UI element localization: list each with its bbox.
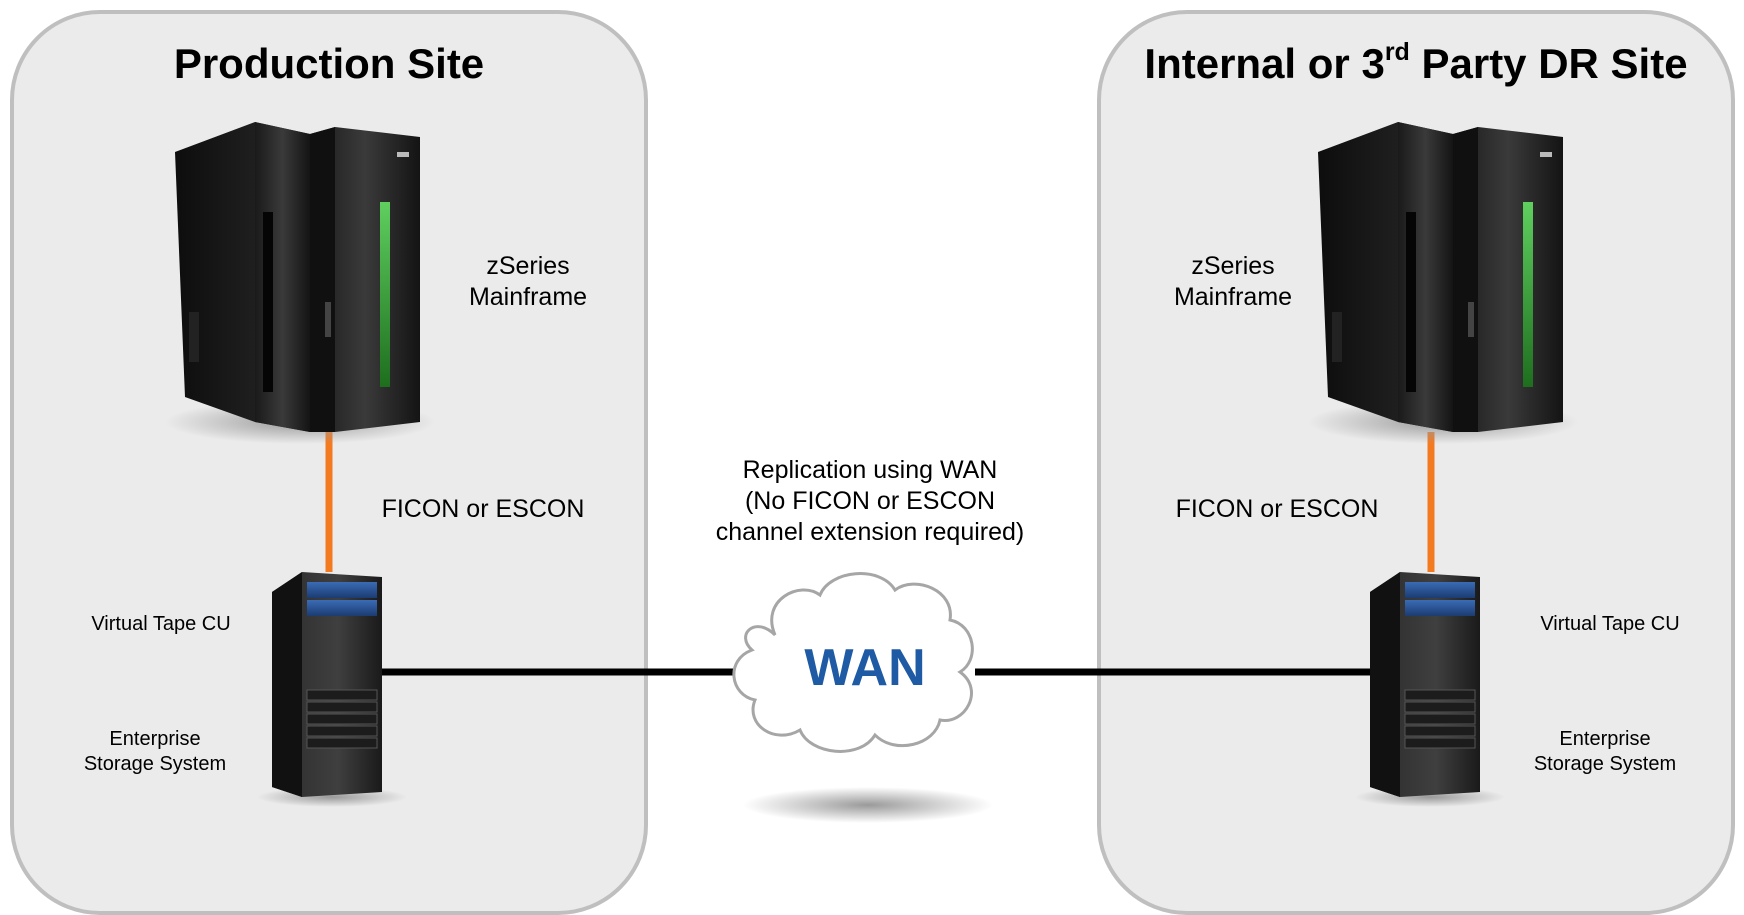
dr-site-title: Internal or 3rd Party DR Site: [1144, 38, 1688, 87]
channel-label-left: FICON or ESCON: [381, 495, 585, 523]
storage-label-right: Enterprise Storage System: [1533, 728, 1677, 775]
mainframe-right-icon: [1308, 122, 1578, 444]
production-site-title: Production Site: [173, 40, 485, 87]
storage-label-left: Enterprise Storage System: [83, 728, 227, 775]
storage-rack-left-icon: [256, 571, 408, 808]
mainframe-label-left: zSeries Mainframe: [468, 252, 588, 311]
wan-description: Replication using WAN (No FICON or ESCON…: [715, 456, 1025, 546]
channel-label-right: FICON or ESCON: [1175, 495, 1379, 523]
mainframe-left-icon: [165, 122, 435, 444]
wan-cloud-label: WAN: [804, 639, 925, 697]
tape-cu-label-right: Virtual Tape CU: [1540, 613, 1680, 635]
tape-cu-label-left: Virtual Tape CU: [91, 613, 231, 635]
storage-rack-right-icon: [1354, 571, 1506, 808]
mainframe-label-right: zSeries Mainframe: [1173, 252, 1293, 311]
cloud-shadow: [743, 787, 993, 823]
cloud-icon: [732, 572, 974, 753]
